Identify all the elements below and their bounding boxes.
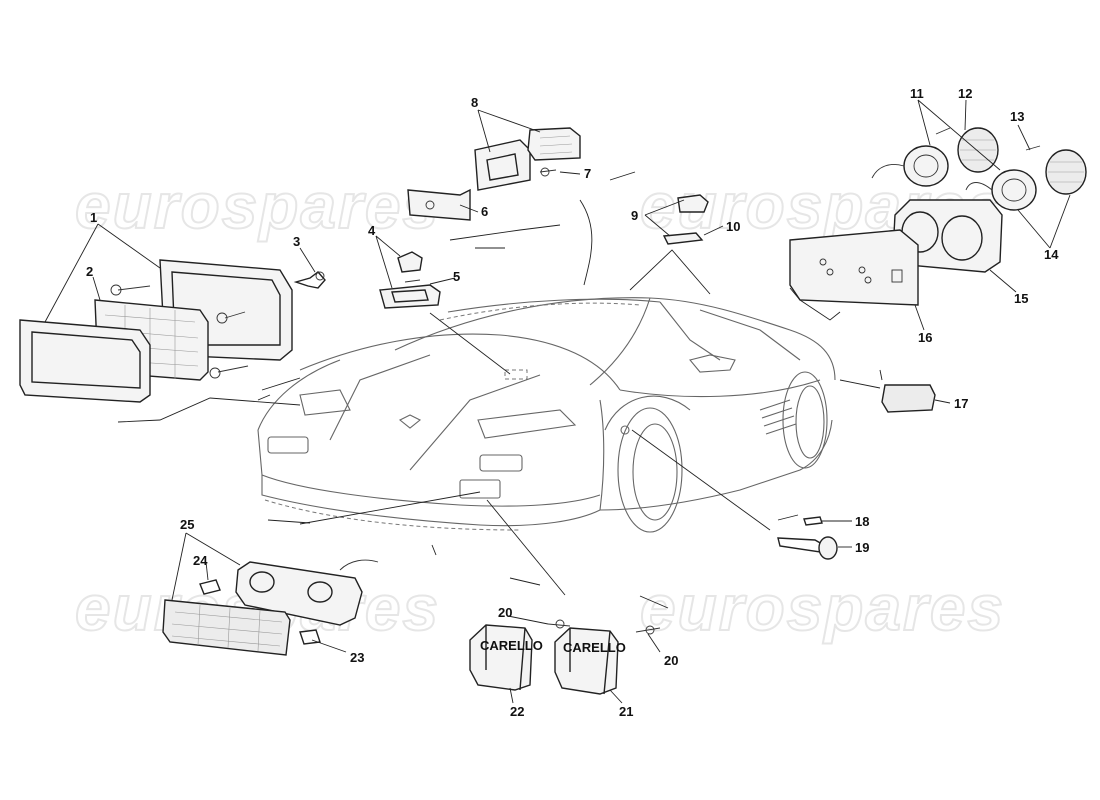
callout-8: 8 (471, 95, 478, 110)
callout-9: 9 (631, 208, 638, 223)
callout-11: 11 (910, 86, 924, 101)
callout-21: 21 (619, 704, 633, 719)
lamp-22-brand: CARELLO (480, 638, 543, 653)
callout-16: 16 (918, 330, 932, 345)
callout-14: 14 (1044, 247, 1059, 262)
watermark-top-left: eurospares (75, 170, 440, 242)
fog-lamps-20-22: CARELLO CARELLO (469, 619, 661, 695)
callout-15: 15 (1014, 291, 1028, 306)
callout-24: 24 (193, 553, 208, 568)
leader-lines (44, 99, 1071, 704)
car-body-outline (257, 297, 836, 533)
lamp-9-10 (662, 194, 709, 245)
indicator-23-25 (162, 559, 379, 656)
lamp-6-7-8 (407, 127, 581, 221)
callout-23: 23 (350, 650, 364, 665)
side-marker-17 (881, 384, 936, 413)
callout-22: 22 (510, 704, 524, 719)
watermark-bottom-right: eurospares (640, 572, 1005, 644)
callout-4: 4 (368, 223, 376, 238)
callout-7: 7 (584, 166, 591, 181)
callout-19: 19 (855, 540, 869, 555)
callout-25: 25 (180, 517, 194, 532)
callout-5: 5 (453, 269, 460, 284)
callout-20-left: 20 (498, 605, 512, 620)
callout-labels: 1 2 3 4 5 6 7 8 9 10 11 12 13 14 15 16 1… (86, 86, 1059, 719)
callout-3: 3 (293, 234, 300, 249)
callout-6: 6 (481, 204, 488, 219)
callout-20-right: 20 (664, 653, 678, 668)
callout-18: 18 (855, 514, 869, 529)
callout-12: 12 (958, 86, 972, 101)
callout-2: 2 (86, 264, 93, 279)
callout-1: 1 (90, 210, 97, 225)
lamp-21-brand: CARELLO (563, 640, 626, 655)
headlamp-assembly (19, 259, 326, 403)
callout-10: 10 (726, 219, 740, 234)
zone-brackets (117, 171, 883, 609)
callout-17: 17 (954, 396, 968, 411)
callout-13: 13 (1010, 109, 1024, 124)
bulb-18-19 (777, 516, 838, 560)
rear-lamps-11-16 (789, 127, 1087, 306)
small-lamp-4-5 (379, 251, 441, 309)
